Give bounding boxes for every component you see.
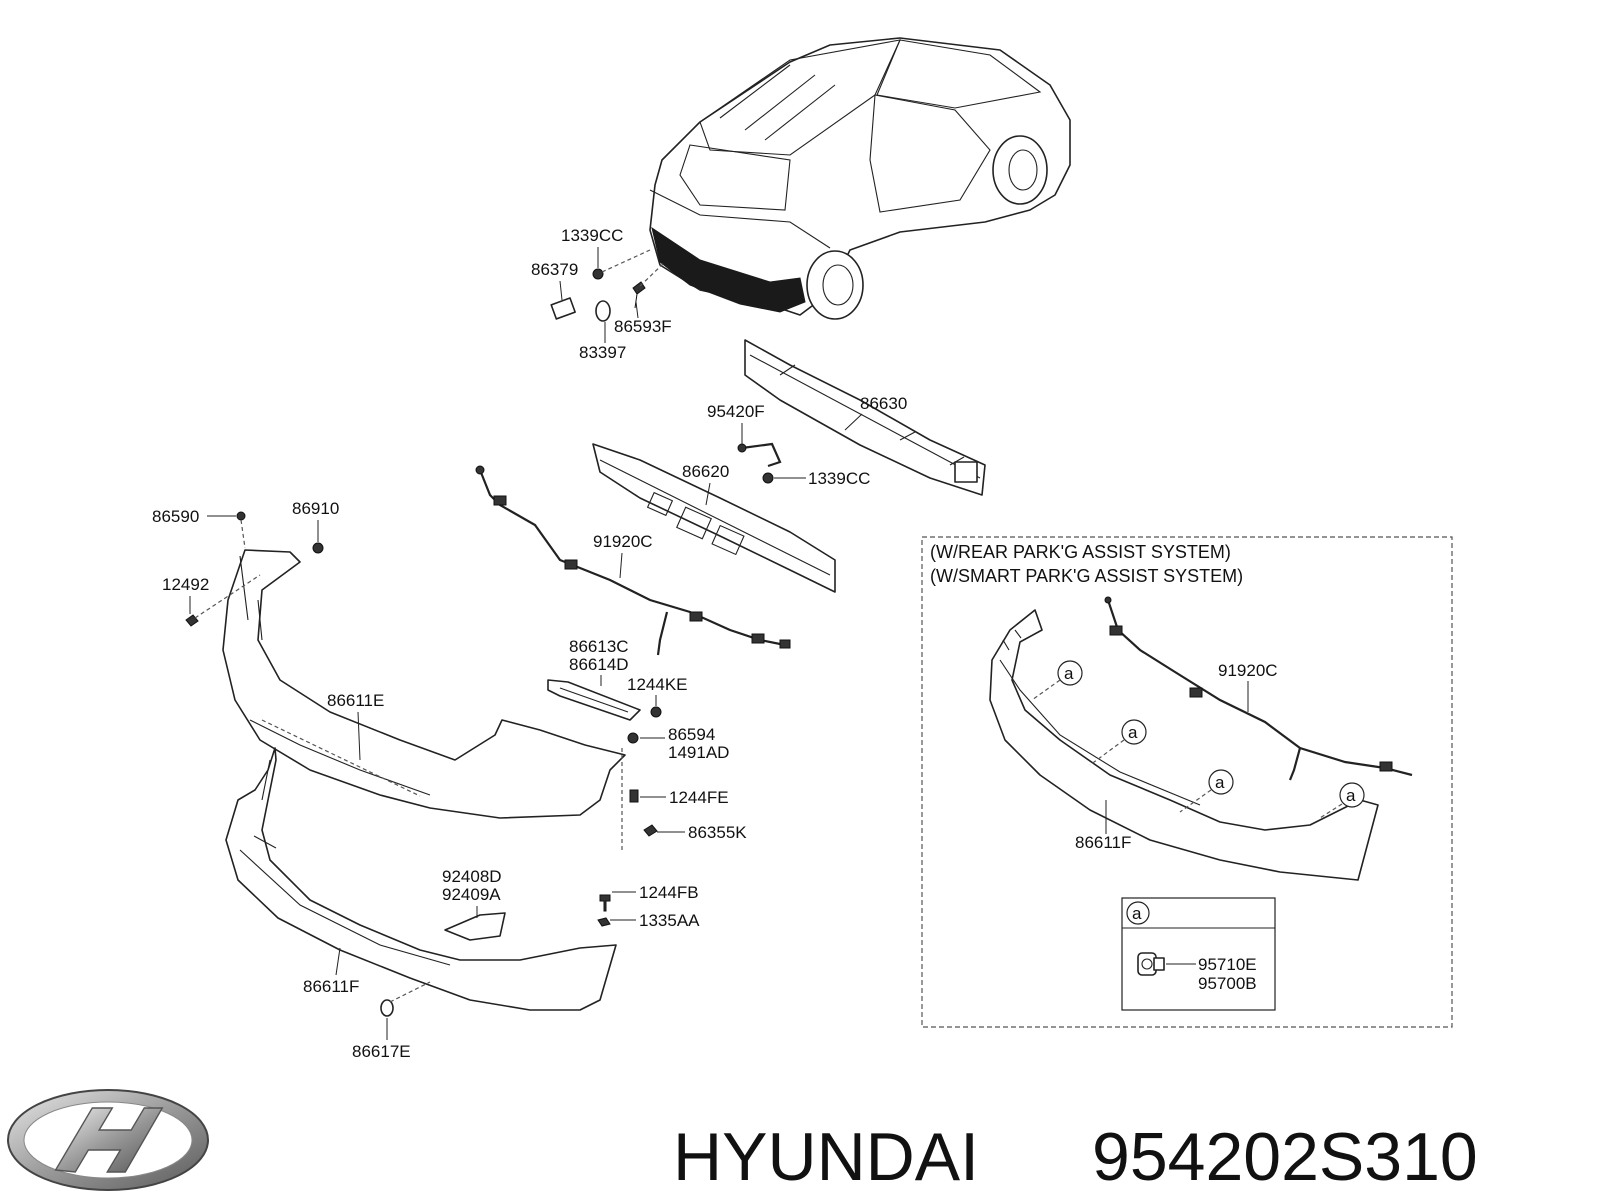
clip-86590 <box>236 511 246 521</box>
label-95420F: 95420F <box>707 402 765 421</box>
callout-labels: 1339CC 86379 86593F 83397 86630 95420F 1… <box>152 226 907 1061</box>
parking-sensor-icon <box>1137 952 1165 976</box>
label-86613C: 86613C <box>569 637 629 656</box>
bracket-86613C <box>547 679 662 721</box>
clip-86910 <box>312 542 324 554</box>
svg-text:a: a <box>1064 664 1074 683</box>
left-fasteners <box>185 511 324 627</box>
vehicle-illustration <box>649 37 1071 320</box>
lower-bumper-86611F <box>225 747 617 1011</box>
label-92408D: 92408D <box>442 867 502 886</box>
energy-absorber-86620 <box>592 443 836 593</box>
label-12492: 12492 <box>162 575 209 594</box>
marker-a-3: a <box>1179 769 1234 813</box>
marker-a-4: a <box>1319 782 1365 819</box>
label-86379: 86379 <box>531 260 578 279</box>
svg-text:a: a <box>1346 786 1356 805</box>
label-83397: 83397 <box>579 343 626 362</box>
brand-name: HYUNDAI <box>673 1119 979 1195</box>
hyundai-logo-icon <box>7 1089 209 1191</box>
label-86611E: 86611E <box>327 691 384 710</box>
svg-text:a: a <box>1128 723 1138 742</box>
inset-label-91920C: 91920C <box>1218 661 1278 680</box>
label-86614D: 86614D <box>569 655 629 674</box>
label-1339CC-top: 1339CC <box>561 226 623 245</box>
clip-1339CC-top <box>592 268 604 280</box>
legend-part-95710E: 95710E <box>1198 955 1257 974</box>
right-fasteners <box>597 732 658 927</box>
legend-part-95700B: 95700B <box>1198 974 1257 993</box>
bolt-86593F <box>632 281 646 309</box>
label-86630: 86630 <box>860 394 907 413</box>
label-86910: 86910 <box>292 499 339 518</box>
label-1244KE: 1244KE <box>627 675 688 694</box>
clip-1339CC-mid <box>762 472 774 484</box>
label-1335AA: 1335AA <box>639 911 700 930</box>
label-86593F: 86593F <box>614 317 672 336</box>
upper-fasteners <box>550 249 666 322</box>
reflector-92408D <box>444 912 506 941</box>
sensor-legend: a 95710E 95700B <box>1121 897 1276 1011</box>
label-86620: 86620 <box>682 462 729 481</box>
inset-label-86611F: 86611F <box>1075 833 1131 852</box>
label-1491AD: 1491AD <box>668 743 729 762</box>
inset-title-line2: (W/SMART PARK'G ASSIST SYSTEM) <box>930 566 1243 586</box>
bumper-cover-86611E <box>222 549 626 819</box>
legend-marker: a <box>1132 904 1142 923</box>
label-86611F: 86611F <box>303 977 359 996</box>
label-91920C: 91920C <box>593 532 653 551</box>
label-86617E: 86617E <box>352 1042 411 1061</box>
label-86355K: 86355K <box>688 823 747 842</box>
svg-text:a: a <box>1215 773 1225 792</box>
label-1244FB: 1244FB <box>639 883 699 902</box>
marker-a-2: a <box>1089 719 1147 766</box>
sensor-bracket-95420F <box>737 442 782 484</box>
part-number: 954202S310 <box>1092 1119 1478 1195</box>
label-86590: 86590 <box>152 507 199 526</box>
wiring-harness-91920C <box>475 465 791 656</box>
marker-a-1: a <box>1031 660 1083 701</box>
cover-86379 <box>550 297 576 320</box>
label-92409A: 92409A <box>442 885 501 904</box>
inset-box: (W/REAR PARK'G ASSIST SYSTEM) (W/SMART P… <box>921 536 1453 1028</box>
label-86594: 86594 <box>668 725 715 744</box>
cap-83397 <box>595 300 611 322</box>
cap-86617E <box>380 981 431 1017</box>
label-1244FE: 1244FE <box>669 788 729 807</box>
inset-title-line1: (W/REAR PARK'G ASSIST SYSTEM) <box>930 542 1231 562</box>
label-1339CC-mid: 1339CC <box>808 469 870 488</box>
rear-beam-86630 <box>744 339 986 496</box>
